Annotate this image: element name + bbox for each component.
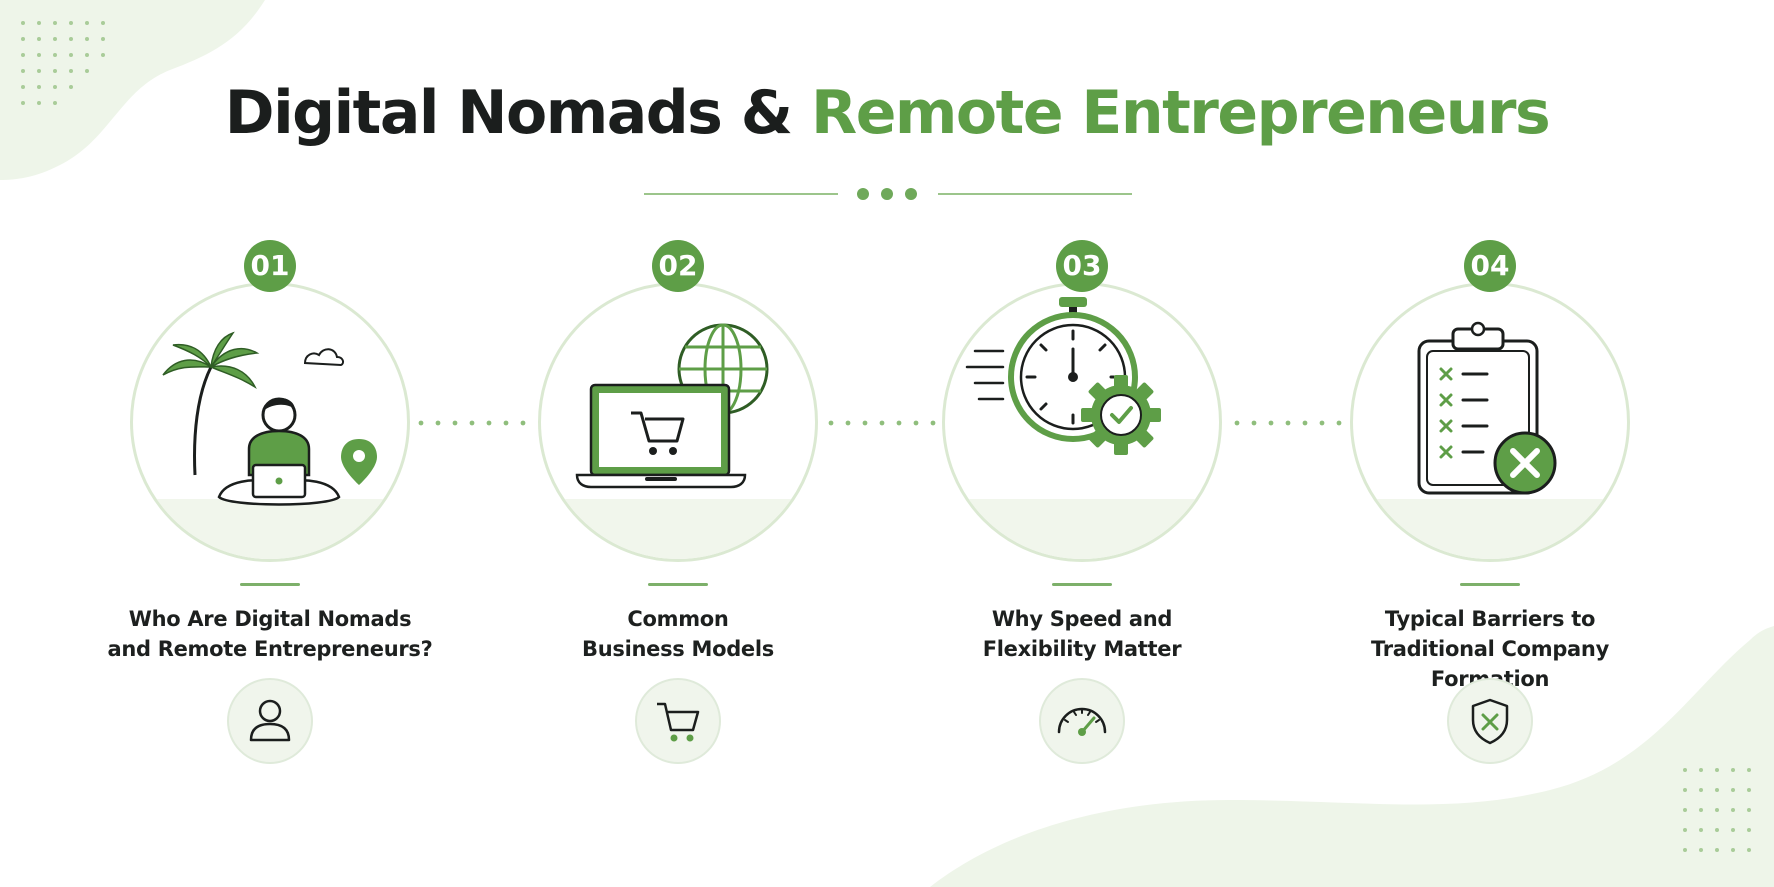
step-4-mini-icon-circle: [1447, 678, 1533, 764]
step-3-label-line-2: Flexibility Matter: [982, 637, 1182, 661]
user-icon: [249, 699, 291, 742]
step-4-label-line-2: Traditional Company Formation: [1371, 637, 1609, 691]
step-2-label-line-2: Business Models: [582, 637, 774, 661]
top-left-blob: [0, 0, 265, 180]
step-1-illustration-circle: [130, 282, 410, 562]
step-2-illustration-circle: [538, 282, 818, 562]
step-3: 03 Why Speed and Flexibility Matter: [902, 0, 1262, 887]
step-3-mini-icon-circle: [1039, 678, 1125, 764]
step-3-number-badge: 03: [1056, 240, 1108, 292]
step-2-underline: [648, 583, 708, 586]
step-4-number-badge: 04: [1464, 240, 1516, 292]
step-2-mini-icon-circle: [635, 678, 721, 764]
stopwatch-gear-illustration-icon: [965, 297, 1161, 455]
connector-2-3: [828, 420, 936, 426]
step-2-label: Common Business Models: [498, 604, 858, 664]
step-3-illustration-circle: [942, 282, 1222, 562]
step-1-label-line-2: and Remote Entrepreneurs?: [107, 637, 433, 661]
laptop-cart-globe-illustration-icon: [575, 323, 769, 489]
shield-x-icon: [1471, 698, 1509, 745]
connector-1-2: [418, 420, 526, 426]
title-divider: [644, 188, 1132, 200]
step-1-label-line-1: Who Are Digital Nomads: [128, 607, 412, 631]
title-part-1: Digital Nomads &: [224, 78, 793, 148]
step-3-label: Why Speed and Flexibility Matter: [902, 604, 1262, 664]
connector-3-4: [1234, 420, 1342, 426]
shopping-cart-icon: [657, 702, 700, 742]
step-2-label-line-1: Common: [627, 607, 729, 631]
person-laptop-illustration-icon: [162, 331, 377, 506]
title-part-2: Remote Entrepreneurs: [811, 78, 1551, 148]
speedometer-icon: [1057, 707, 1107, 736]
step-2-number-badge: 02: [652, 240, 704, 292]
step-4-label-line-1: Typical Barriers to: [1384, 607, 1596, 631]
bottom-right-dot-grid: [1683, 768, 1751, 852]
clipboard-checklist-illustration-icon: [1417, 321, 1557, 495]
step-1-mini-icon-circle: [227, 678, 313, 764]
step-1-number-badge: 01: [244, 240, 296, 292]
step-1: 01 Who Are Digital Nomads and Remote Ent…: [90, 0, 450, 887]
step-2: 02 Common Business Models: [498, 0, 858, 887]
step-1-underline: [240, 583, 300, 586]
step-4: 04 Typical Barriers to Traditional Compa…: [1310, 0, 1670, 887]
bottom-right-blob: [930, 626, 1774, 887]
step-3-underline: [1052, 583, 1112, 586]
step-1-label: Who Are Digital Nomads and Remote Entrep…: [90, 604, 450, 664]
step-4-illustration-circle: [1350, 282, 1630, 562]
page-title: Digital Nomads & Remote Entrepreneurs: [0, 78, 1774, 148]
top-left-dot-grid: [21, 21, 105, 105]
step-4-underline: [1460, 583, 1520, 586]
step-3-label-line-1: Why Speed and: [991, 607, 1173, 631]
step-4-label: Typical Barriers to Traditional Company …: [1310, 604, 1670, 694]
